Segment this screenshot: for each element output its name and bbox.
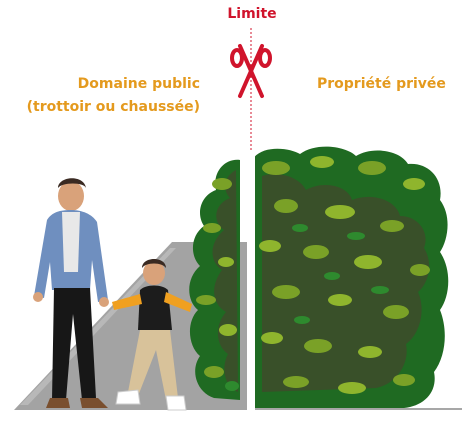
- public-domain-label: Domaine public (trottoir ou chaussée): [0, 73, 200, 119]
- public-domain-label-line1: Domaine public: [77, 76, 200, 92]
- scissors-icon: [230, 44, 272, 98]
- hedge-private: [252, 146, 449, 409]
- private-property-label: Propriété privée: [317, 76, 446, 92]
- public-domain-label-line2: (trottoir ou chaussée): [26, 99, 200, 115]
- limit-label: Limite: [227, 6, 277, 22]
- man-figure: [33, 178, 109, 408]
- hedge-overhang: [189, 159, 240, 400]
- child-figure: [112, 259, 192, 411]
